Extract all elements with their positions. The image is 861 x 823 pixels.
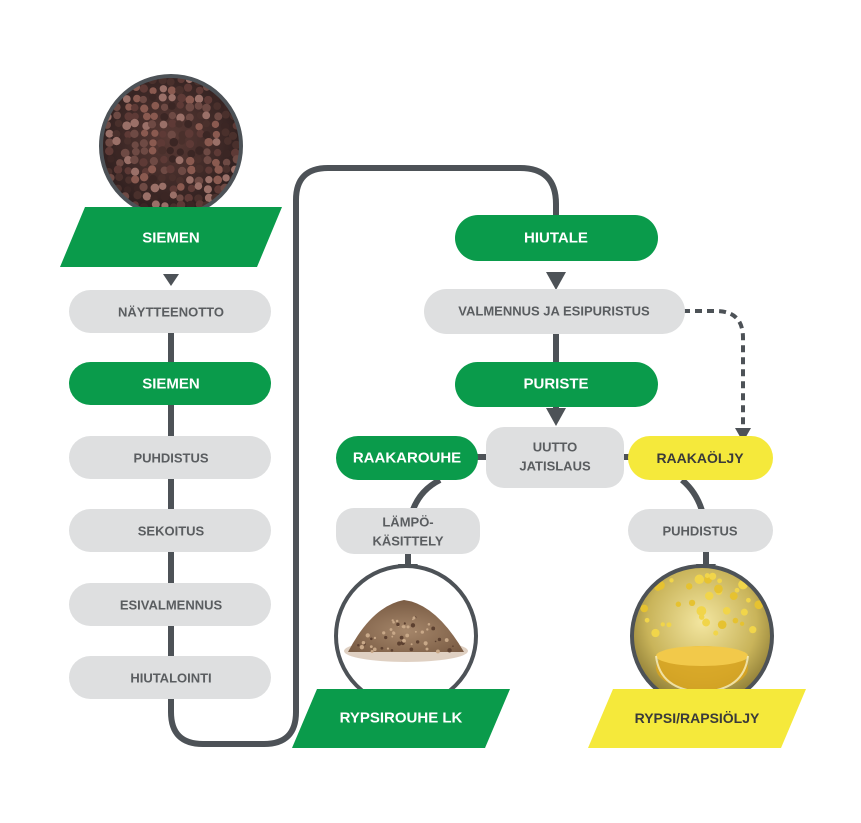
arrow-down-icon xyxy=(163,274,179,286)
press-cake-pill: PURISTE xyxy=(455,362,658,407)
extraction-label-line2: JATISLAUS xyxy=(519,459,591,474)
pre-conditioning-step: ESIVALMENNUS xyxy=(69,583,271,626)
seed-pill: SIEMEN xyxy=(69,362,271,405)
oil-refining-label: PUHDISTUS xyxy=(662,524,737,539)
press-cake-label: PURISTE xyxy=(523,376,588,393)
meal-banner: RYPSIROUHE LK xyxy=(292,689,510,748)
flaking-step: HIUTALOINTI xyxy=(69,656,271,699)
arrow-down-icon xyxy=(546,408,566,426)
mixing-label: SEKOITUS xyxy=(138,524,205,539)
crude-oil-pill: RAAKAÖLJY xyxy=(628,436,773,480)
seed-banner-label: SIEMEN xyxy=(142,230,200,247)
crude-oil-label: RAAKAÖLJY xyxy=(656,450,744,466)
seeds-photo xyxy=(99,74,243,218)
arrow-down-icon xyxy=(735,428,751,442)
heat-treatment-step: LÄMPÖ- KÄSITTELY xyxy=(336,508,480,554)
flake-pill: HIUTALE xyxy=(455,215,658,261)
seed-pill-label: SIEMEN xyxy=(142,376,200,393)
seed-banner: SIEMEN xyxy=(60,207,282,267)
oil-photo xyxy=(630,564,774,708)
oil-refining-step: PUHDISTUS xyxy=(628,509,773,552)
raw-meal-pill: RAAKAROUHE xyxy=(336,436,478,480)
oil-banner: RYPSI/RAPSIÖLJY xyxy=(588,689,806,748)
flaking-label: HIUTALOINTI xyxy=(130,671,211,686)
flake-label: HIUTALE xyxy=(524,230,588,247)
extraction-step: UUTTO JATISLAUS xyxy=(486,427,624,488)
arrow-down-icon xyxy=(546,272,566,290)
sampling-step: NÄYTTEENOTTO xyxy=(69,290,271,333)
meal-banner-label: RYPSIROUHE LK xyxy=(340,710,463,727)
connector-dashed-to-crude-oil xyxy=(683,309,745,430)
heat-treatment-label-line1: LÄMPÖ- xyxy=(382,515,433,530)
mixing-step: SEKOITUS xyxy=(69,509,271,552)
oil-banner-label: RYPSI/RAPSIÖLJY xyxy=(635,710,760,726)
extraction-label-line1: UUTTO xyxy=(533,440,578,455)
meal-photo xyxy=(334,564,478,708)
cleaning-step: PUHDISTUS xyxy=(69,436,271,479)
sampling-label: NÄYTTEENOTTO xyxy=(118,305,224,320)
connector-loop-to-flake xyxy=(168,165,559,747)
raw-meal-label: RAAKAROUHE xyxy=(353,450,461,467)
pre-conditioning-label: ESIVALMENNUS xyxy=(120,598,223,613)
cleaning-label: PUHDISTUS xyxy=(133,451,208,466)
conditioning-prepress-step: VALMENNUS JA ESIPURISTUS xyxy=(424,289,685,334)
heat-treatment-label-line2: KÄSITTELY xyxy=(372,534,443,549)
conditioning-prepress-label: VALMENNUS JA ESIPURISTUS xyxy=(458,304,650,319)
